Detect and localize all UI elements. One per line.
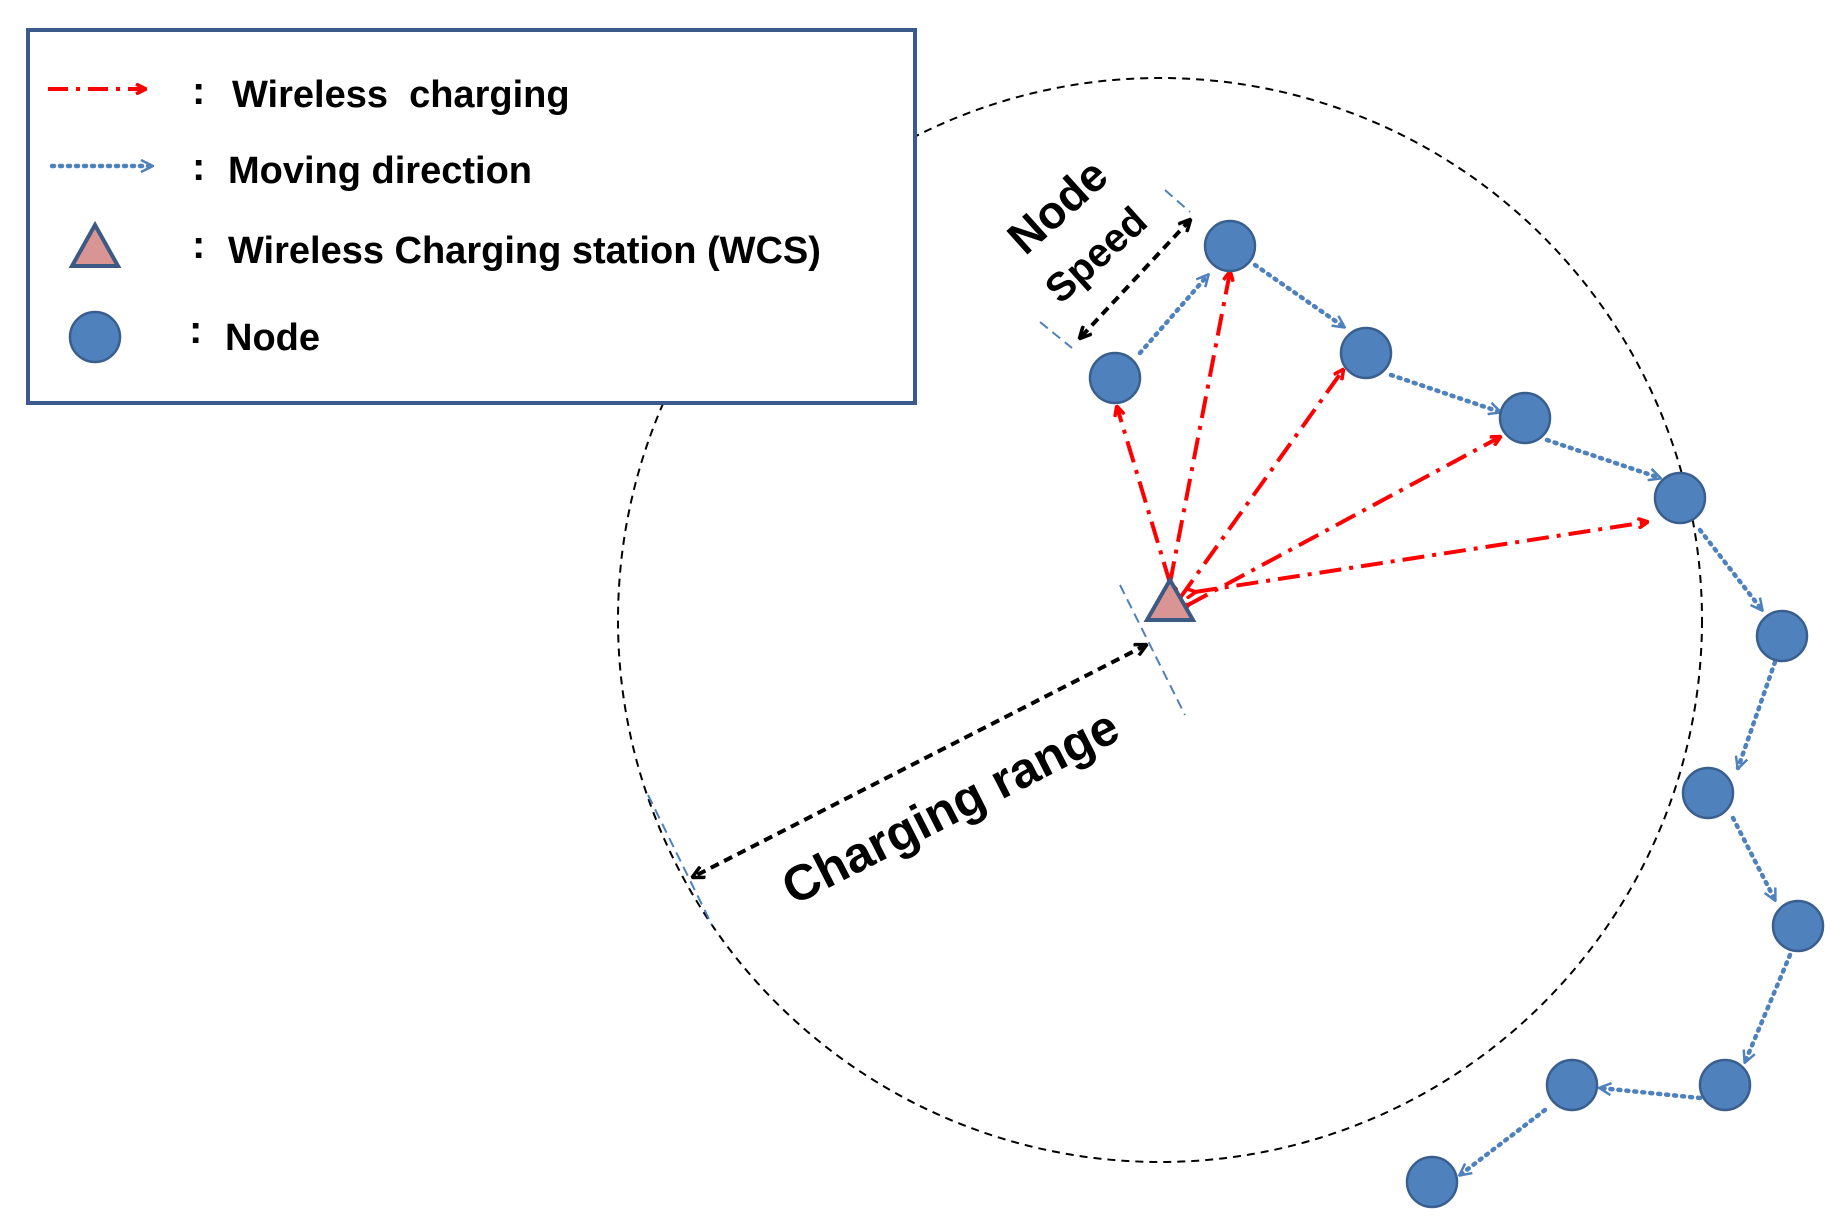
- moving-arrow: [1388, 372, 1500, 412]
- legend-separator: :: [192, 223, 205, 267]
- charging-arrow: [1117, 407, 1170, 583]
- triangle-icon: [68, 220, 122, 268]
- moving-arrow: [1730, 815, 1778, 900]
- node-circle-icon: [1755, 609, 1809, 663]
- node-circle-icon: [1339, 326, 1393, 380]
- charging-arrow: [1170, 272, 1230, 583]
- moving-arrow: [1544, 437, 1660, 478]
- legend-item-moving-direction: : Moving direction: [49, 145, 532, 192]
- legend-label-moving-direction: Moving direction: [228, 150, 532, 192]
- legend-label-station: Wireless Charging station (WCS): [228, 230, 821, 272]
- node-circle-icon: [1681, 766, 1735, 820]
- moving-arrow: [1137, 275, 1208, 356]
- legend-item-wireless-charging: : Wireless charging: [48, 69, 570, 116]
- legend-separator: :: [192, 145, 205, 189]
- legend-separator: :: [192, 69, 205, 113]
- wcs-triangle-icon: [1143, 575, 1197, 622]
- charging-arrow: [1195, 522, 1647, 592]
- charging-range-circle: [617, 77, 1703, 1163]
- moving-arrow: [1460, 1107, 1548, 1175]
- circle-icon: [68, 310, 122, 364]
- moving-arrow: [1600, 1088, 1703, 1101]
- charging-range-label: Charging range: [773, 698, 1128, 916]
- legend-label-wireless-charging: Wireless charging: [232, 74, 570, 116]
- node-circle-icon: [1203, 219, 1257, 273]
- node-circle-icon: [1088, 351, 1142, 405]
- node-circle-icon: [1498, 391, 1552, 445]
- legend-item-node: : Node: [68, 308, 320, 364]
- node-circle-icon: [1405, 1155, 1459, 1209]
- moving-arrow: [1738, 659, 1778, 768]
- node-circle-icon: [1698, 1058, 1752, 1112]
- speed-tick-bottom: [1039, 321, 1073, 349]
- measurement-ticks: [647, 189, 1191, 926]
- node-speed-arrow: [1080, 220, 1190, 338]
- nodes: [1088, 219, 1825, 1209]
- edge-range-tick: [647, 794, 713, 926]
- wcs-range-tick: [1119, 584, 1186, 716]
- measurement-arrows: [693, 220, 1190, 877]
- legend-label-node: Node: [225, 317, 320, 359]
- wireless-charging-arrows: [1117, 272, 1647, 605]
- node-circle-icon: [1653, 471, 1707, 525]
- moving-arrow: [1697, 527, 1762, 610]
- charging-range-arrow: [693, 645, 1146, 877]
- moving-arrow: [1252, 262, 1344, 330]
- moving-arrow: [1745, 952, 1793, 1062]
- legend-item-station: : Wireless Charging station (WCS): [68, 220, 821, 272]
- speed-tick-top: [1164, 189, 1191, 213]
- node-circle-icon: [1771, 899, 1825, 953]
- legend: : Wireless charging : Moving direction :…: [26, 28, 917, 405]
- legend-separator: :: [189, 308, 202, 352]
- legend-box: [26, 28, 917, 405]
- node-circle-icon: [1545, 1058, 1599, 1112]
